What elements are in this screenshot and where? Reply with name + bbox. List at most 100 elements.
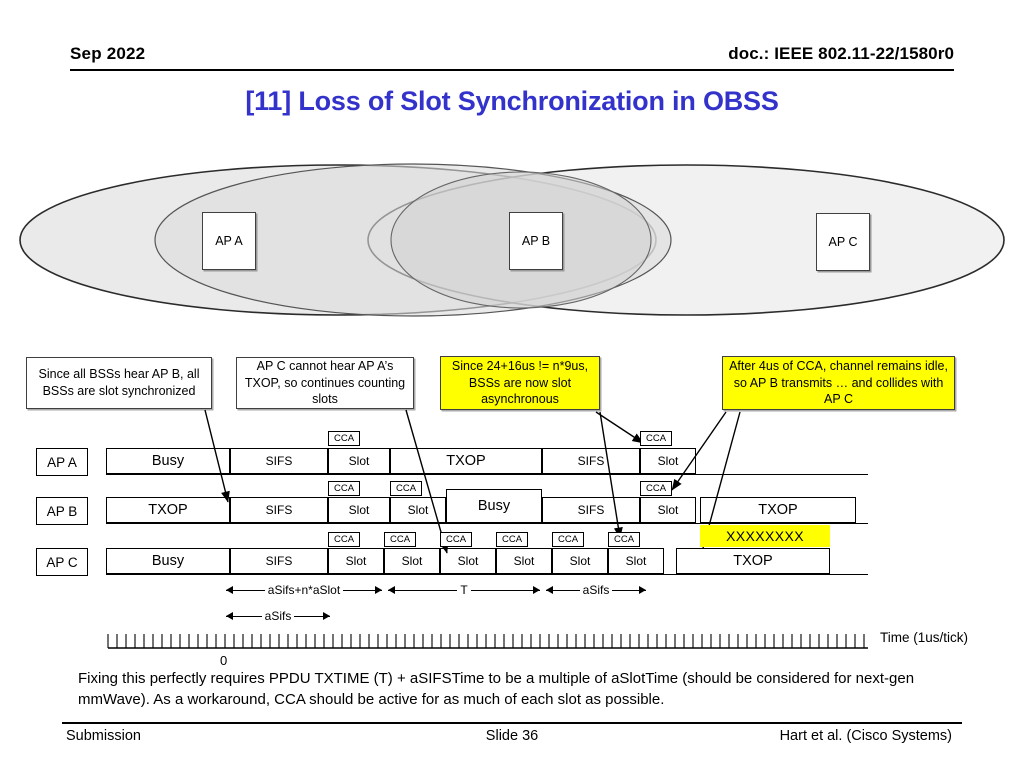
cca-tab-ap-c-3-text: CCA (445, 534, 467, 545)
dimension-asifs-n-aslot-label: aSifs+n*aSlot (264, 584, 344, 596)
cca-tab-ap-c-6: CCA (608, 532, 640, 547)
coverage-ellipses-svg (19, 163, 1005, 317)
cca-tab-ap-c-2: CCA (384, 532, 416, 547)
cell-ap-c-slot-3: Slot (440, 548, 496, 574)
cell-ap-b-sifs-2-text: SIFS (577, 503, 605, 517)
cca-tab-ap-a-2-text: CCA (645, 433, 667, 444)
arrowhead-right-icon (323, 612, 330, 620)
page-title: [11] Loss of Slot Synchronization in OBS… (245, 86, 779, 116)
cca-tab-ap-b-1: CCA (328, 481, 360, 496)
callout-apc-cannot-hear-text: AP C cannot hear AP A’s TXOP, so continu… (244, 358, 406, 407)
footer-submission: Submission (66, 728, 141, 744)
footer-authors: Hart et al. (Cisco Systems) (779, 728, 952, 744)
ruler-zero-label: 0 (220, 653, 228, 668)
cell-ap-c-txop: TXOP (676, 548, 830, 574)
collision-marker: XXXXXXXX (700, 525, 830, 547)
row-label-ap-a-text: AP A (47, 454, 77, 470)
cell-ap-c-slot-5-text: Slot (569, 554, 591, 568)
ap-node-c-label: AP C (828, 235, 858, 249)
cell-ap-c-slot-6-text: Slot (625, 554, 647, 568)
arrowhead-right-icon (639, 586, 646, 594)
cell-ap-b-sifs-1-text: SIFS (265, 503, 293, 517)
cell-ap-c-slot-6: Slot (608, 548, 664, 574)
ap-node-b: AP B (509, 212, 563, 270)
row-baseline-ap-a (106, 474, 868, 475)
cell-ap-b-sifs-2: SIFS (542, 497, 640, 523)
cell-ap-a-slot-1-text: Slot (348, 454, 370, 468)
callout-collision-text: After 4us of CCA, channel remains idle, … (729, 358, 948, 407)
cell-ap-b-busy: Busy (446, 489, 542, 523)
cell-ap-c-busy-text: Busy (151, 553, 185, 569)
row-label-ap-c-text: AP C (46, 554, 78, 570)
callout-slot-synchronized: Since all BSSs hear AP B, all BSSs are s… (26, 357, 212, 409)
cca-tab-ap-c-4: CCA (496, 532, 528, 547)
cell-ap-b-slot-1: Slot (328, 497, 390, 523)
cell-ap-b-txop-2: TXOP (700, 497, 856, 523)
callout-collision: After 4us of CCA, channel remains idle, … (722, 356, 955, 410)
cell-ap-c-sifs: SIFS (230, 548, 328, 574)
callout-slot-asynchronous-text: Since 24+16us != n*9us, BSSs are now slo… (451, 358, 589, 407)
cell-ap-c-slot-1-text: Slot (345, 554, 367, 568)
cell-ap-c-slot-2: Slot (384, 548, 440, 574)
cca-tab-ap-c-5-text: CCA (557, 534, 579, 545)
header-date: Sep 2022 (70, 44, 146, 63)
cell-ap-c-slot-1: Slot (328, 548, 384, 574)
cell-ap-c-busy: Busy (106, 548, 230, 574)
row-baseline-ap-c (106, 574, 868, 575)
cell-ap-b-txop-1-text: TXOP (148, 502, 188, 518)
footer-divider (62, 722, 962, 724)
cca-tab-ap-c-6-text: CCA (613, 534, 635, 545)
cca-tab-ap-b-2: CCA (390, 481, 422, 496)
cca-tab-ap-c-4-text: CCA (501, 534, 523, 545)
cell-ap-b-slot-2: Slot (390, 497, 446, 523)
cca-tab-ap-a-1: CCA (328, 431, 360, 446)
ruler-ticks (107, 634, 865, 648)
collision-marker-text: XXXXXXXX (726, 528, 804, 544)
cell-ap-b-slot-3-text: Slot (657, 503, 679, 517)
cca-tab-ap-c-2-text: CCA (389, 534, 411, 545)
leader-line-callout-3a (595, 411, 644, 444)
dimension-asifs-top: aSifs (546, 582, 646, 598)
callout-apc-cannot-hear: AP C cannot hear AP A’s TXOP, so continu… (236, 357, 414, 409)
callout-slot-asynchronous: Since 24+16us != n*9us, BSSs are now slo… (440, 356, 600, 410)
cell-ap-b-txop-2-text: TXOP (758, 502, 798, 518)
row-label-ap-c: AP C (36, 548, 88, 576)
cell-ap-a-sifs-2-text: SIFS (577, 454, 605, 468)
ap-node-b-label: AP B (521, 234, 551, 248)
cell-ap-a-slot-2-text: Slot (657, 454, 679, 468)
cell-ap-b-slot-1-text: Slot (348, 503, 370, 517)
dimension-asifs-bottom: aSifs (226, 608, 330, 624)
header-doc-id: doc.: IEEE 802.11-22/1580r0 (728, 44, 954, 63)
cca-tab-ap-b-3-text: CCA (645, 483, 667, 494)
cell-ap-a-sifs-1: SIFS (230, 448, 328, 474)
cell-ap-a-sifs-2: SIFS (542, 448, 640, 474)
dimension-asifs-bottom-label: aSifs (261, 610, 295, 622)
ap-node-a-label: AP A (215, 234, 243, 248)
time-axis-label: Time (1us/tick) (880, 630, 969, 645)
cell-ap-c-slot-3-text: Slot (457, 554, 479, 568)
cell-ap-a-busy: Busy (106, 448, 230, 474)
footer-slide-number: Slide 36 (485, 728, 539, 744)
dimension-t-label: T (457, 584, 471, 596)
arrowhead-right-icon (375, 586, 382, 594)
cca-tab-ap-a-1-text: CCA (333, 433, 355, 444)
cell-ap-c-slot-2-text: Slot (401, 554, 423, 568)
row-label-ap-b: AP B (36, 497, 88, 525)
cell-ap-c-txop-text: TXOP (733, 553, 773, 569)
dimension-asifs-n-aslot: aSifs+n*aSlot (226, 582, 382, 598)
slide-header: Sep 2022 doc.: IEEE 802.11-22/1580r0 (70, 44, 954, 70)
row-label-ap-b-text: AP B (46, 503, 78, 519)
ap-node-c: AP C (816, 213, 870, 271)
cell-ap-a-txop-text: TXOP (446, 453, 486, 469)
arrowhead-right-icon (533, 586, 540, 594)
cca-tab-ap-b-1-text: CCA (333, 483, 355, 494)
cell-ap-b-slot-2-text: Slot (407, 503, 429, 517)
row-label-ap-a: AP A (36, 448, 88, 476)
cell-ap-b-txop-1: TXOP (106, 497, 230, 523)
body-paragraph: Fixing this perfectly requires PPDU TXTI… (78, 670, 915, 709)
dimension-t: T (388, 582, 540, 598)
ap-node-a: AP A (202, 212, 256, 270)
cca-tab-ap-c-3: CCA (440, 532, 472, 547)
cca-tab-ap-a-2: CCA (640, 431, 672, 446)
